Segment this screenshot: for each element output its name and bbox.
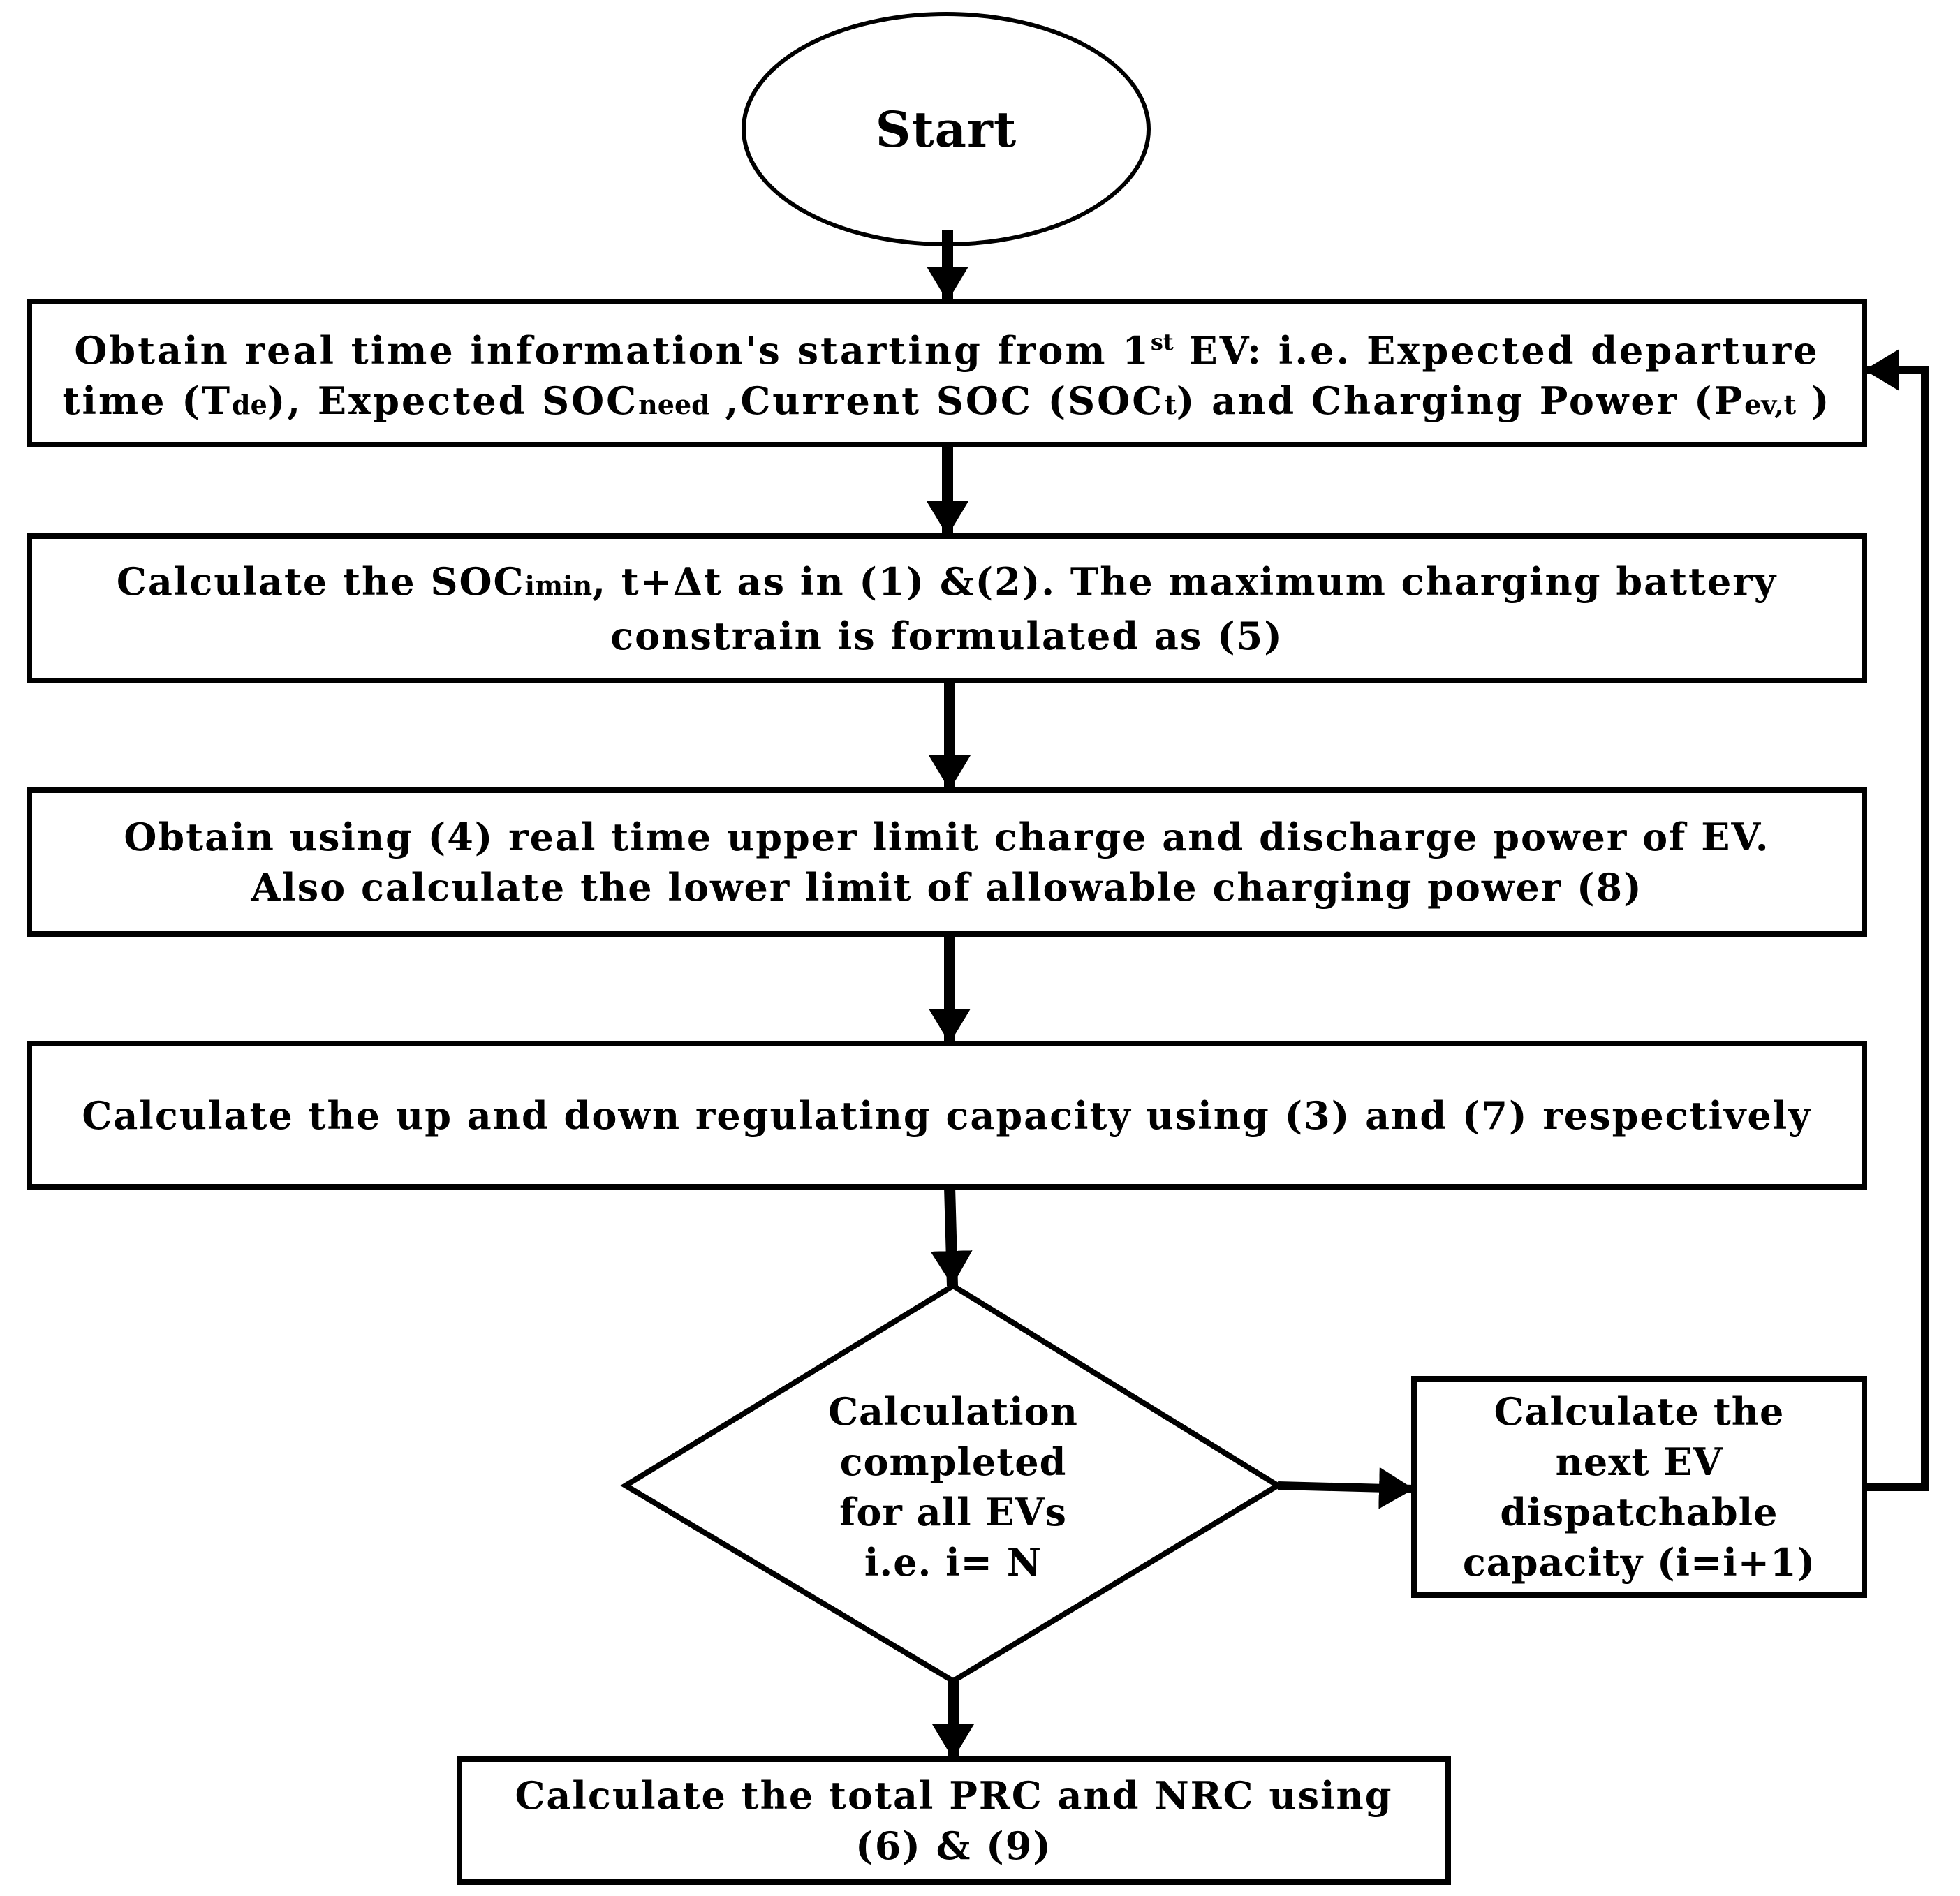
arrow-step4-to-decision bbox=[930, 1186, 973, 1287]
step1-label: Obtain real time information's starting … bbox=[32, 304, 1862, 442]
final-line1: Calculate the total PRC and NRC using bbox=[515, 1773, 1393, 1818]
step1-line1: Obtain real time information's starting … bbox=[74, 327, 1820, 373]
next-ev-line3: dispatchable bbox=[1500, 1490, 1778, 1534]
decision-line2: completed bbox=[839, 1439, 1067, 1484]
step3-label: Obtain using (4) real time upper limit c… bbox=[32, 793, 1862, 931]
step3-line1: Obtain using (4) real time upper limit c… bbox=[124, 815, 1770, 859]
step1-box bbox=[27, 299, 1867, 447]
next-ev-line2: next EV bbox=[1555, 1439, 1723, 1484]
final-label: Calculate the total PRC and NRC using (6… bbox=[462, 1762, 1445, 1879]
decision-line4: i.e. i= N bbox=[864, 1540, 1042, 1585]
decision-line3: for all EVs bbox=[839, 1490, 1067, 1534]
arrow-loop-back-to-step1 bbox=[1864, 349, 1929, 1491]
step2-label: Calculate the SOCimin, t+Δt as in (1) &(… bbox=[32, 539, 1862, 678]
next-ev-line1: Calculate the bbox=[1494, 1389, 1785, 1434]
step4-line1: Calculate the up and down regulating cap… bbox=[82, 1093, 1812, 1138]
step3-box bbox=[27, 787, 1867, 937]
step1-line2: time (Tde), Expected SOCneed ,Current SO… bbox=[62, 378, 1832, 423]
decision-label: Calculation completed for all EVs i.e. i… bbox=[758, 1379, 1149, 1595]
final-line2: (6) & (9) bbox=[855, 1823, 1052, 1868]
start-label: Start bbox=[744, 14, 1149, 244]
step4-label: Calculate the up and down regulating cap… bbox=[32, 1046, 1862, 1184]
start-text: Start bbox=[875, 100, 1017, 158]
next-ev-box bbox=[1411, 1376, 1867, 1598]
step4-box bbox=[27, 1041, 1867, 1190]
step2-line2: constrain is formulated as (5) bbox=[610, 613, 1283, 658]
next-ev-line4: capacity (i=i+1) bbox=[1462, 1540, 1816, 1585]
step2-line1: Calculate the SOCimin, t+Δt as in (1) &(… bbox=[116, 558, 1778, 604]
decision-line1: Calculation bbox=[828, 1389, 1078, 1434]
step3-line2: Also calculate the lower limit of allowa… bbox=[251, 865, 1643, 910]
arrow-decision-to-next-ev bbox=[1277, 1467, 1415, 1509]
next-ev-label: Calculate the next EV dispatchable capac… bbox=[1417, 1382, 1862, 1592]
